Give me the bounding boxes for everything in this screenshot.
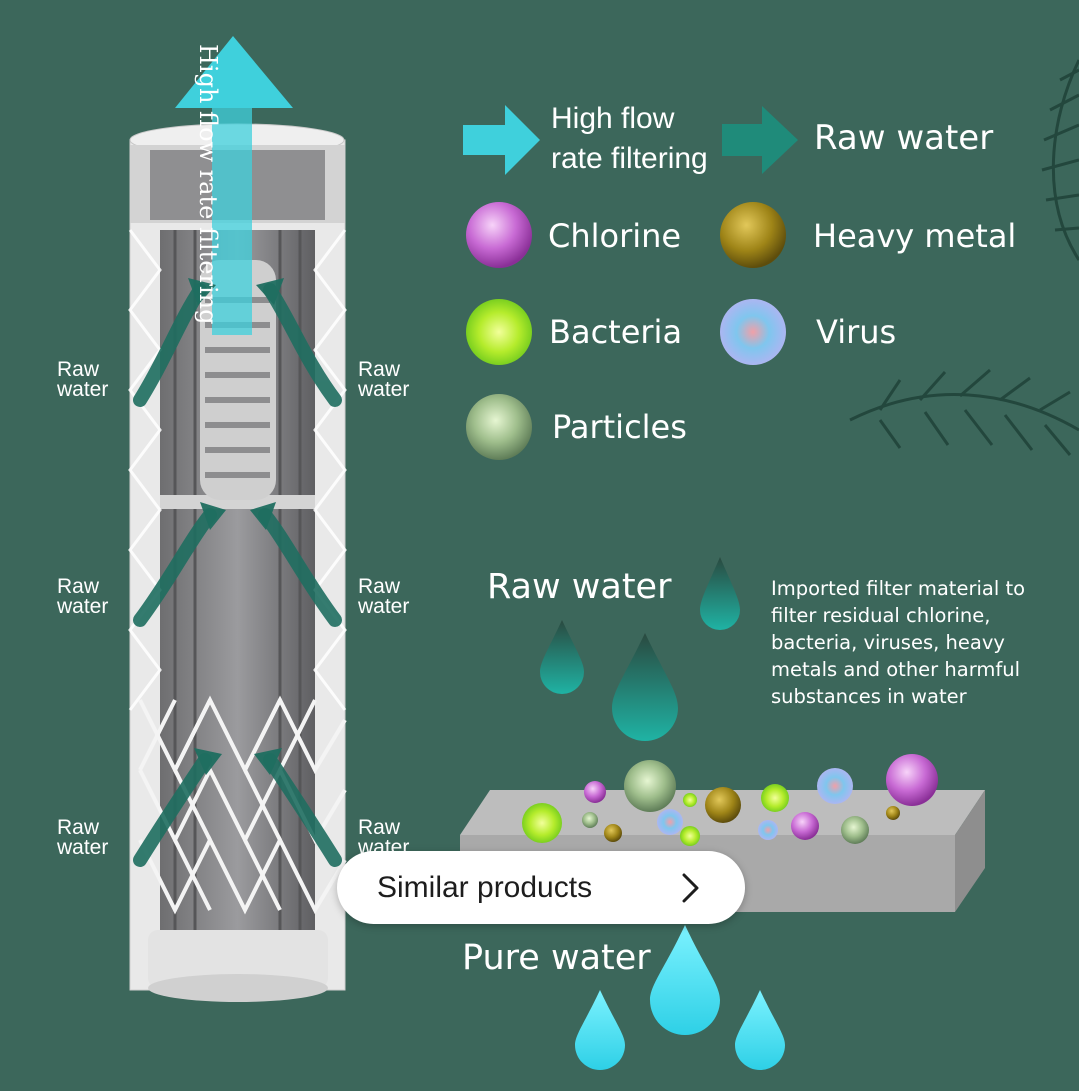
raw-water-arrow-heads	[188, 278, 284, 775]
chevron-right-icon	[682, 873, 699, 903]
raw-water-title: Raw water	[487, 567, 672, 607]
virus-icon	[720, 299, 786, 365]
legend-particles: Particles	[552, 408, 687, 446]
legend-bacteria: Bacteria	[549, 313, 683, 351]
raw-water-drops	[540, 557, 740, 741]
side-label-left-middle: Raw water	[57, 575, 109, 618]
filter-description: Imported filter material to filter resid…	[771, 577, 1026, 708]
vertical-flow-label: High flow rate filtering	[194, 44, 222, 325]
similar-products-button[interactable]: Similar products	[337, 851, 745, 924]
side-label-left-top: Raw water	[57, 358, 109, 401]
legend-high-flow-line1: High flow	[551, 102, 675, 135]
heavy-metal-icon	[720, 202, 786, 268]
palm-leaf-decoration	[849, 59, 1079, 456]
side-label-right-middle: Raw water	[358, 575, 410, 618]
legend-arrow-high-flow	[463, 105, 540, 175]
legend-high-flow-line2: rate filtering	[551, 142, 708, 175]
legend-chlorine: Chlorine	[548, 217, 682, 255]
high-flow-arrow	[175, 36, 293, 335]
pure-water-title: Pure water	[462, 938, 651, 978]
side-label-right-top: Raw water	[358, 358, 410, 401]
legend-arrow-raw-water	[722, 106, 798, 174]
chlorine-icon	[466, 202, 532, 268]
similar-products-label: Similar products	[377, 870, 593, 904]
legend-virus: Virus	[816, 313, 897, 351]
legend-raw-water: Raw water	[814, 118, 994, 158]
filtered-particles	[522, 754, 938, 846]
bacteria-icon	[466, 299, 532, 365]
raw-water-flow-arrows	[133, 283, 342, 867]
pure-water-drops	[575, 925, 785, 1070]
side-label-left-bottom: Raw water	[57, 816, 109, 859]
legend-heavy-metal: Heavy metal	[813, 217, 1017, 255]
particles-icon	[466, 394, 532, 460]
